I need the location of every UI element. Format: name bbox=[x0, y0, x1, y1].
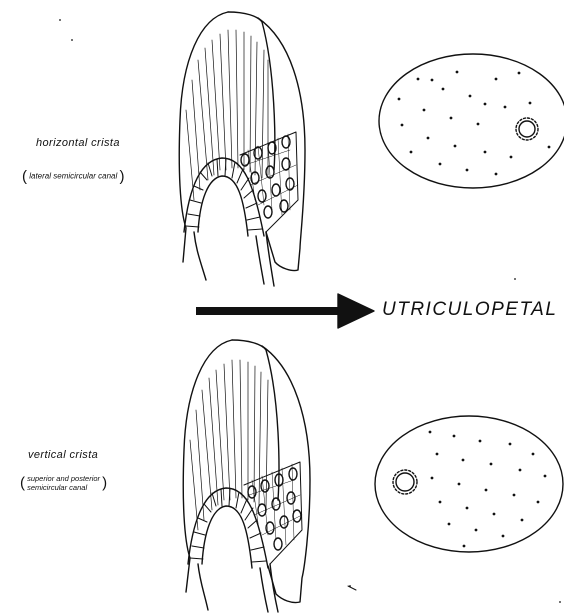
open-paren: ( bbox=[22, 168, 27, 185]
vertical-crista-label: vertical crista bbox=[28, 449, 98, 461]
utricle-top-drawing bbox=[379, 54, 564, 188]
vertical-crista-drawing bbox=[183, 340, 310, 612]
semicircular-canal-text: semicircular canal bbox=[27, 483, 87, 492]
utricle-bottom-drawing bbox=[375, 416, 563, 552]
vertical-crista-sublabel: ( superior and posterior semicircular ca… bbox=[20, 474, 107, 492]
close-paren: ) bbox=[120, 168, 125, 185]
sublabel-block: superior and posterior semicircular cana… bbox=[27, 474, 100, 492]
horizontal-crista-label: horizontal crista bbox=[36, 137, 120, 149]
open-paren: ( bbox=[20, 475, 25, 492]
utriculopetal-arrow bbox=[196, 294, 374, 328]
utriculopetal-label: UTRICULOPETAL bbox=[382, 299, 557, 321]
horizontal-crista-sublabel: ( lateral semicircular canal ) bbox=[22, 168, 125, 185]
superior-posterior-text: superior and posterior bbox=[27, 474, 100, 483]
stray-mark bbox=[348, 586, 356, 590]
close-paren: ) bbox=[102, 475, 107, 492]
horizontal-crista-drawing bbox=[179, 12, 305, 286]
lateral-canal-text: lateral semicircular canal bbox=[29, 172, 117, 181]
